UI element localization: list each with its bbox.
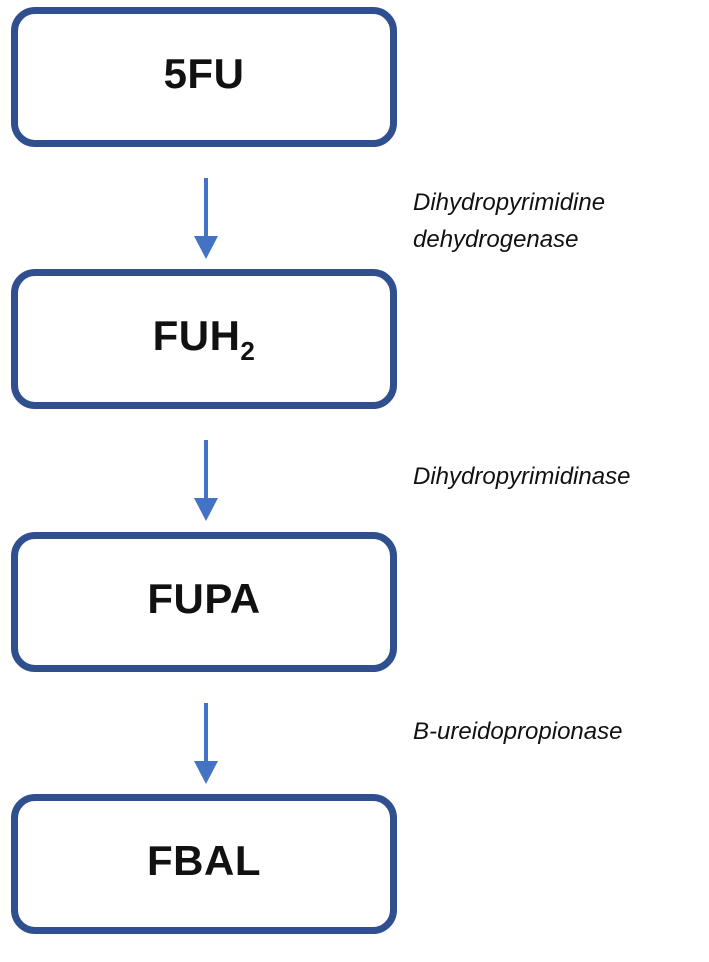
metabolite-box-5fu: 5FU (11, 7, 397, 147)
metabolite-label: FUPA (147, 574, 261, 622)
enzyme-label-dihydropyrimidine-dehydrogenase: Dihydropyrimidine dehydrogenase (413, 184, 605, 258)
arrow-3 (194, 703, 218, 784)
metabolite-label: FUH2 (152, 311, 256, 366)
enzyme-label-line: Dihydropyrimidinase (413, 463, 631, 490)
metabolite-box-fbal: FBAL (11, 794, 397, 934)
subscript-2: 2 (240, 335, 256, 366)
metabolite-box-fuh2: FUH2 (11, 269, 397, 409)
metabolite-box-fupa: FUPA (11, 532, 397, 672)
metabolite-label: FBAL (147, 836, 261, 884)
enzyme-label-line: B-ureidopropionase (413, 718, 623, 745)
arrow-1 (194, 178, 218, 259)
enzyme-label-line: dehydrogenase (413, 226, 579, 253)
metabolite-label: 5FU (163, 49, 245, 97)
enzyme-label-dihydropyrimidinase: Dihydropyrimidinase (413, 458, 630, 495)
enzyme-label-b-ureidopropionase: B-ureidopropionase (413, 713, 622, 750)
arrow-2 (194, 440, 218, 521)
enzyme-label-line: Dihydropyrimidine (413, 189, 606, 216)
